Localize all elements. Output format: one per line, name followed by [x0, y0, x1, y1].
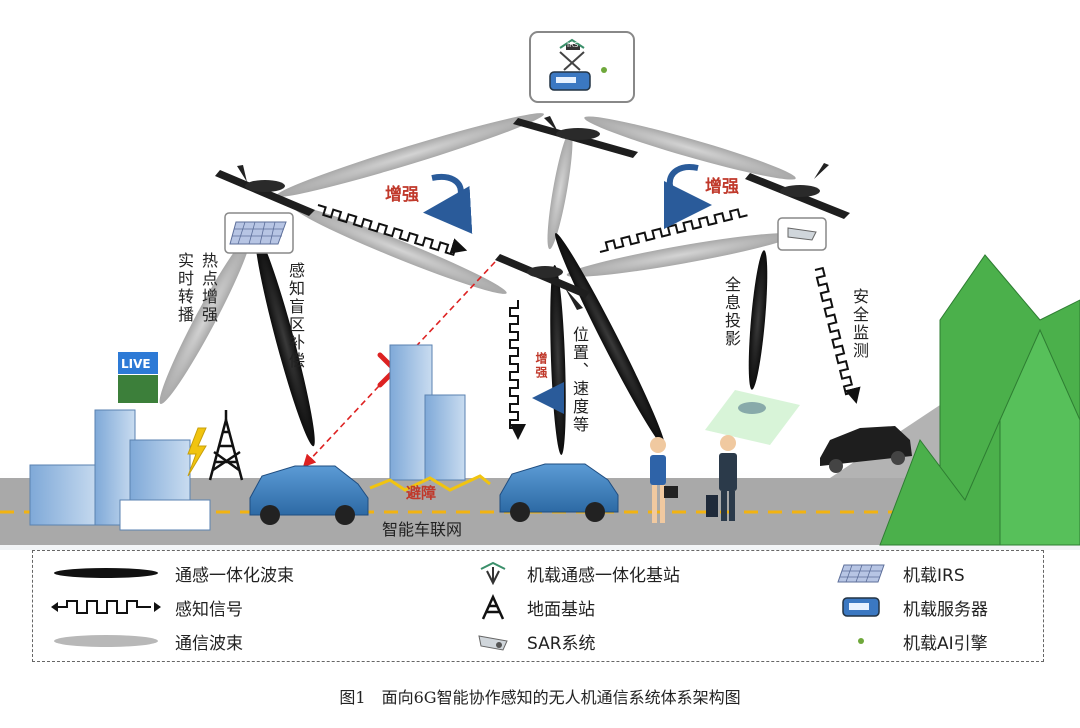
hologram-car [738, 402, 766, 414]
legend-comm-beam: 通信波束 [51, 629, 243, 654]
comm-beams [159, 113, 796, 405]
sensing-signal-icon [51, 600, 161, 614]
legend-sar: SAR系统 [473, 629, 596, 654]
legend-isac-beam: 通感一体化波束 [51, 561, 294, 586]
mountains [879, 254, 1080, 546]
server-icon [842, 597, 880, 617]
enhance-arrow-left [423, 173, 473, 234]
label-hotspot: 热点增强 [199, 252, 218, 324]
enhance-arrow-right [663, 164, 712, 229]
legend-ground-bs: 地面基站 [473, 594, 595, 620]
sar-icon [478, 635, 508, 651]
sar-node [777, 217, 827, 251]
legend-comm-beam-label: 通信波束 [175, 633, 243, 654]
comm-beam-icon [54, 635, 158, 647]
top-server-node [529, 31, 635, 103]
legend-isac-bs-label: 机载通感一体化基站 [527, 565, 680, 586]
legend-ai-label: 机载AI引擎 [903, 633, 988, 654]
ground-bs-icon [481, 594, 505, 620]
label-avoid: 避障 [406, 484, 437, 502]
legend-sensing-signal: 感知信号 [51, 595, 243, 620]
legend-irs: 机载IRS [833, 561, 965, 586]
avoid-signal [369, 474, 491, 492]
legend-sensing-signal-label: 感知信号 [175, 599, 243, 620]
legend-irs-label: 机载IRS [903, 565, 965, 586]
blocked-link [302, 261, 496, 468]
lightning-icon [187, 427, 207, 477]
car-left [249, 465, 369, 525]
uav-left [215, 165, 315, 216]
label-live-relay: 实时转播 [175, 252, 194, 324]
legend-server-label: 机载服务器 [903, 599, 988, 620]
irs-node [224, 212, 294, 254]
label-enhance-left: 增强 [385, 185, 419, 205]
car-dark [820, 426, 912, 473]
uav-right [745, 163, 850, 219]
legend-isac-beam-label: 通感一体化波束 [175, 565, 294, 586]
legend-sar-label: SAR系统 [527, 633, 596, 654]
hologram-cone [705, 390, 800, 445]
building-mid [389, 344, 466, 481]
label-blind-comp: 感知盲区补偿 [286, 262, 305, 370]
ground-tower-icon [208, 410, 244, 481]
uav-top [513, 116, 638, 158]
irs-badge: IRS [567, 41, 579, 49]
sensing-signals [317, 204, 861, 440]
legend: 通感一体化波束 感知信号 通信波束 机载通感一体化基站 地面基站 SAR系统 机… [32, 550, 1044, 662]
ai-engine-icon [858, 638, 864, 644]
legend-server: 机载服务器 [833, 595, 988, 620]
isac-beams [255, 233, 768, 455]
figure-caption: 图1 面向6G智能协作感知的无人机通信系统体系架构图 [339, 688, 741, 707]
person-man [706, 435, 737, 521]
label-enhance-right: 增强 [705, 177, 739, 197]
car-center [499, 463, 619, 522]
isac-beam-icon [54, 568, 158, 578]
person-woman [650, 437, 678, 523]
legend-isac-bs: 机载通感一体化基站 [473, 561, 680, 586]
irs-icon [837, 564, 885, 583]
label-hologram: 全息投影 [722, 276, 741, 348]
legend-ai: 机载AI引擎 [833, 629, 988, 654]
building-left [29, 409, 211, 531]
uav-center [495, 254, 590, 310]
label-iov: 智能车联网 [382, 520, 463, 539]
label-security: 安全监测 [850, 288, 869, 360]
legend-ground-bs-label: 地面基站 [527, 599, 595, 620]
live-badge-text: LIVE [121, 357, 151, 371]
label-enhance-small: 增强 [534, 352, 548, 380]
live-badge-icon [118, 352, 158, 403]
isac-bs-icon [480, 561, 506, 585]
label-pos-speed: 位置、速度等 [570, 326, 589, 434]
